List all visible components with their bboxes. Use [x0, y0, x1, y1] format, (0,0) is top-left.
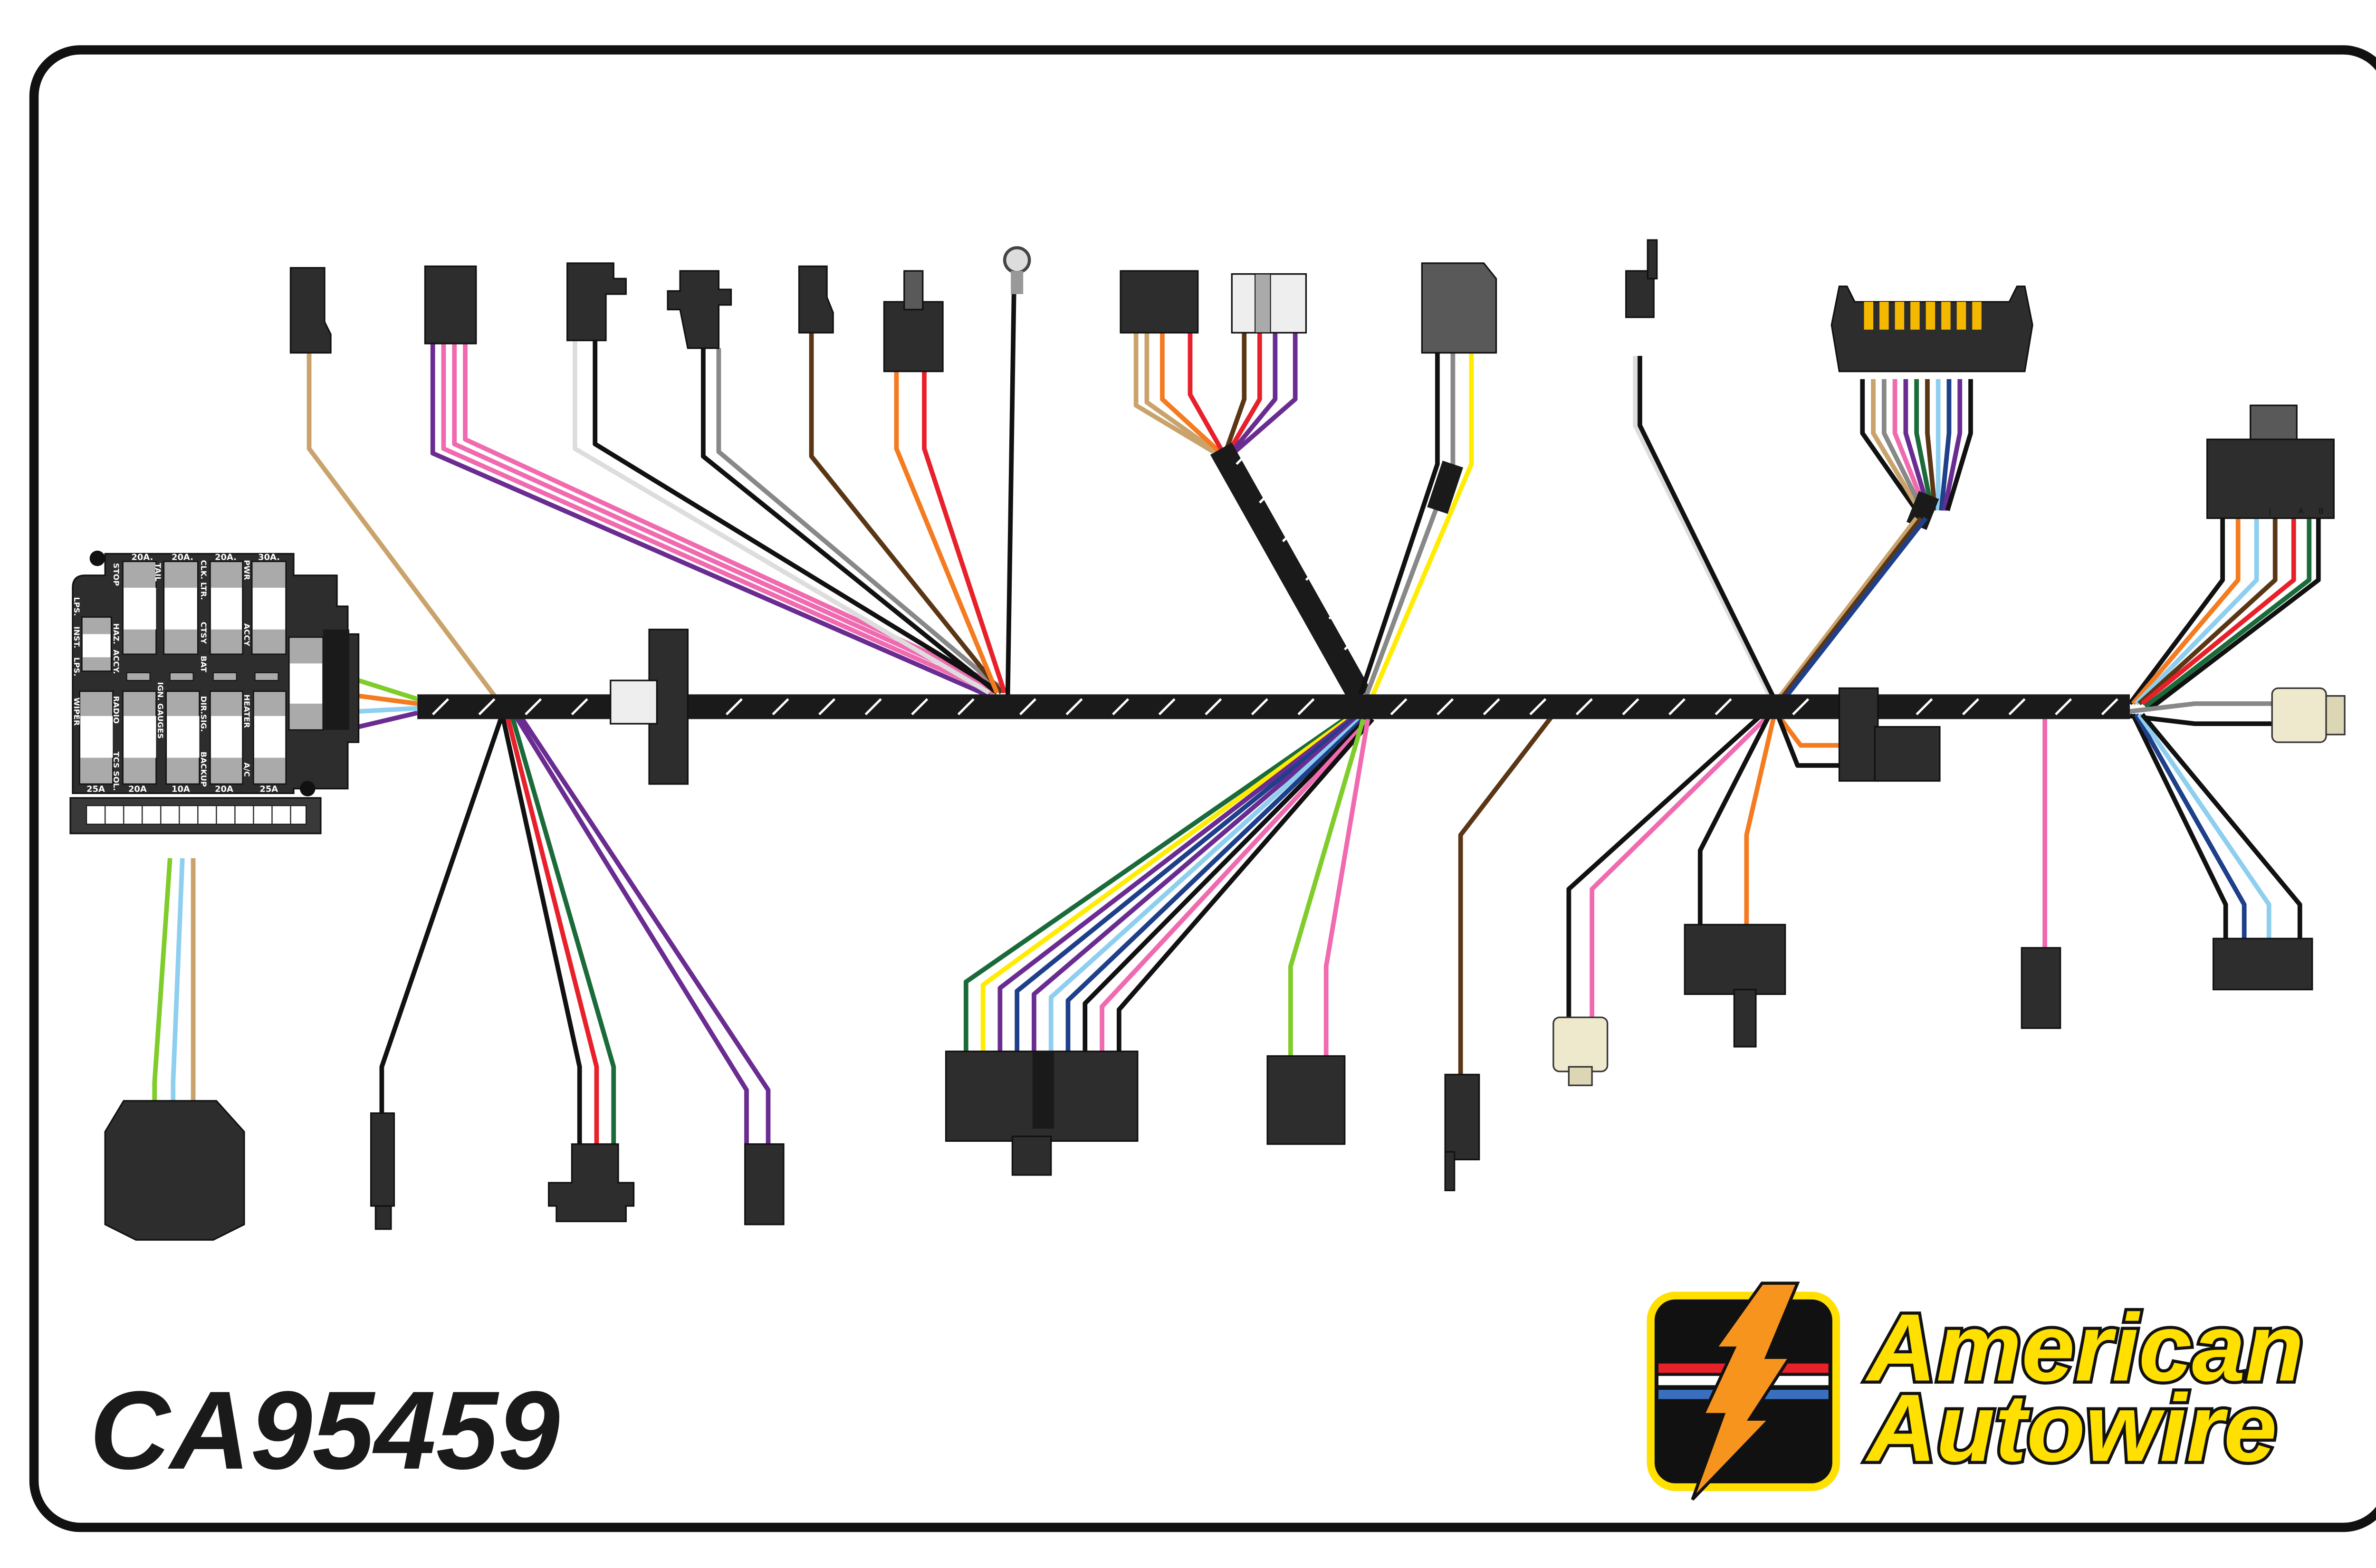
fuse-amp-bottom-4: 20A [215, 784, 233, 794]
connector-jab: J A B [2206, 404, 2335, 519]
connector-multi-pin [1830, 286, 2033, 373]
fuse-label-haz: HAZ. [112, 623, 121, 644]
fuse-label-lps-1: LPS. [72, 597, 81, 616]
connector-large-bundle [945, 1051, 1139, 1176]
lightning-bolt-icon [1691, 1281, 1800, 1501]
part-number: CA95459 [90, 1368, 560, 1492]
logo-text-autowire: Autowire [1865, 1374, 2277, 1482]
inline-connector-d [1838, 687, 1879, 782]
connector-orange-red [883, 301, 944, 373]
connector-bottom-right [2213, 937, 2313, 991]
frame-border [29, 45, 2376, 1532]
pin-label-b: B [2319, 507, 2324, 516]
connector-white-black [566, 262, 627, 342]
bottom-wires [152, 713, 2302, 1144]
fuse-amp-top-2: 20A. [172, 552, 193, 562]
connector-tan [289, 267, 332, 354]
pin-label-j: J [2269, 507, 2271, 516]
inline-connector-trunk [610, 629, 689, 785]
top-wires [307, 294, 2321, 727]
connector-green-pink [1266, 1055, 1346, 1145]
fuse-label-backup: BACKUP [199, 752, 208, 787]
fuse-label-radio: RADIO [112, 696, 121, 724]
fuse-amp-bottom-5: 25A [259, 784, 278, 794]
fuse-amp-bottom-3: 10A [172, 784, 190, 794]
connector-pink [2021, 947, 2061, 1029]
fuse-label-heater: HEATER [242, 694, 251, 728]
multi-wire-bundle [1772, 379, 1973, 705]
fuse-label-dir-sig: DIR.SIG. [199, 696, 208, 732]
connector-red-green [548, 1143, 635, 1223]
connector-c1 [1120, 270, 1199, 334]
connector-ldl [104, 1100, 245, 1241]
fuse-block: 20A. 20A. 20A. 30A. 25A 20A 10A 20A 25A … [69, 550, 360, 834]
connector-grey-black [667, 270, 732, 349]
fuse-label-lps-2: LPS. [72, 657, 81, 676]
fuse-label-accy-1: ACCY. [112, 650, 121, 674]
connector-brown [798, 265, 834, 334]
connector-yellow-black [1421, 262, 1497, 354]
fuse-amp-top-4: 30A. [258, 552, 280, 562]
fuse-label-stop: STOP [112, 563, 121, 586]
fuse-label-accy-2: ACCY [242, 623, 251, 646]
logo-text-american: American [1865, 1293, 2304, 1401]
fuse-label-inst: INST. [72, 626, 81, 648]
fuse-label-pwr: PWR [242, 560, 251, 580]
fuse-label-wiper: WIPER [72, 698, 81, 726]
ring-terminal [1003, 246, 1031, 274]
fuse-label-clk-ltr: CLK. LTR. [199, 560, 208, 600]
fuse-amp-bottom-2: 20A [128, 784, 147, 794]
connector-black-orange [1684, 924, 1786, 1048]
connector-brown-bottom [1444, 1073, 1480, 1160]
connector-black-bottom [370, 1112, 395, 1230]
pin-label-a: A [2299, 507, 2304, 516]
connector-purple [744, 1143, 785, 1225]
fuse-amp-bottom-1: 25A [86, 784, 105, 794]
connector-purple-pink [424, 265, 477, 344]
fuse-label-tail: TAIL [153, 563, 163, 582]
fuse-label-ign-gauges: IGN. GAUGES [156, 682, 165, 739]
connectors: J A B [104, 239, 2346, 1241]
fuse-label-ac: A/C [242, 762, 251, 776]
american-autowire-logo: American Autowire [1647, 1281, 2307, 1501]
fuse-label-ctsy: CTSY [199, 621, 208, 644]
fuse-label-tcs-sol: TCS SOL. [112, 752, 121, 791]
fuse-amp-top-3: 20A. [215, 552, 237, 562]
bulb-socket-bottom [1552, 1016, 1609, 1086]
bulb-socket-right [2271, 687, 2346, 743]
fuse-label-bat: BAT [199, 656, 208, 672]
fuse-amp-top-1: 20A. [131, 552, 153, 562]
